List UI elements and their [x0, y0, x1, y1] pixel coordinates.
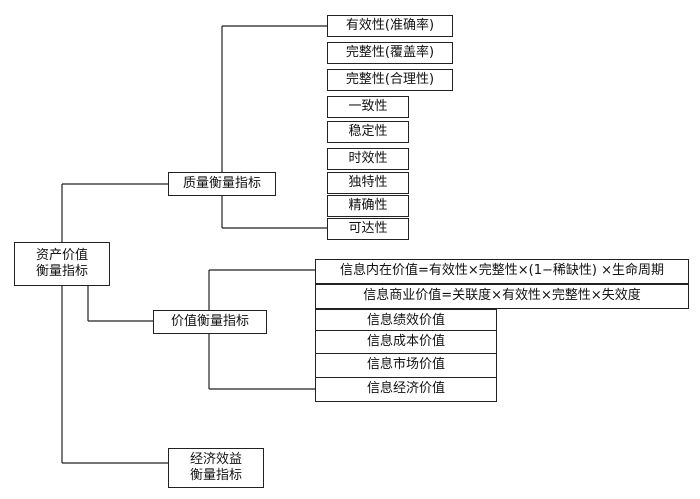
quality-metrics-node: 质量衡量指标 — [168, 172, 276, 196]
value-metrics-label: 价值衡量指标 — [170, 313, 249, 329]
quality-item-label: 独特性 — [348, 174, 388, 190]
quality-item: 有效性(准确率) — [327, 15, 453, 37]
value-item-label: 信息绩效价值 — [366, 313, 445, 329]
quality-item-label: 完整性(覆盖率) — [345, 44, 435, 60]
quality-metrics-label: 质量衡量指标 — [182, 175, 261, 191]
value-item-label: 信息商业价值=关联度×有效性×完整性×失效度 — [363, 288, 641, 304]
quality-item-label: 稳定性 — [348, 123, 388, 139]
value-item: 信息成本价值 — [315, 330, 497, 355]
quality-item-label: 有效性(准确率) — [345, 17, 435, 33]
quality-item: 完整性(合理性) — [327, 69, 453, 91]
value-metrics-node: 价值衡量指标 — [153, 310, 267, 334]
economic-label-line2: 衡量指标 — [189, 468, 242, 483]
value-item: 信息市场价值 — [315, 353, 497, 378]
quality-item: 完整性(覆盖率) — [327, 42, 453, 64]
quality-item: 可达性 — [327, 218, 409, 240]
quality-item: 精确性 — [327, 195, 409, 217]
root-label-line1: 资产价值 — [35, 247, 88, 263]
quality-item: 稳定性 — [327, 121, 409, 143]
value-item-label: 信息内在价值=有效性×完整性×(1−稀缺性) ×生命周期 — [339, 263, 664, 279]
value-item: 信息内在价值=有效性×完整性×(1−稀缺性) ×生命周期 — [315, 259, 689, 284]
quality-item-label: 完整性(合理性) — [345, 71, 435, 87]
root-label-line2: 衡量指标 — [35, 264, 88, 279]
value-item-label: 信息成本价值 — [366, 334, 445, 350]
value-item-label: 信息经济价值 — [366, 381, 445, 397]
economic-label-line1: 经济效益 — [189, 451, 242, 467]
quality-item-label: 可达性 — [348, 220, 388, 236]
economic-metrics-node: 经济效益 衡量指标 — [168, 448, 264, 488]
quality-item-label: 时效性 — [348, 150, 388, 166]
value-item: 信息绩效价值 — [315, 309, 497, 334]
value-item: 信息商业价值=关联度×有效性×完整性×失效度 — [315, 284, 689, 309]
quality-item-label: 一致性 — [348, 98, 388, 114]
root-node: 资产价值 衡量指标 — [14, 242, 110, 286]
value-item-label: 信息市场价值 — [366, 357, 445, 373]
quality-item: 独特性 — [327, 172, 409, 194]
quality-item: 时效性 — [327, 148, 409, 170]
quality-item: 一致性 — [327, 96, 409, 118]
value-item: 信息经济价值 — [315, 377, 497, 402]
quality-item-label: 精确性 — [348, 197, 388, 213]
